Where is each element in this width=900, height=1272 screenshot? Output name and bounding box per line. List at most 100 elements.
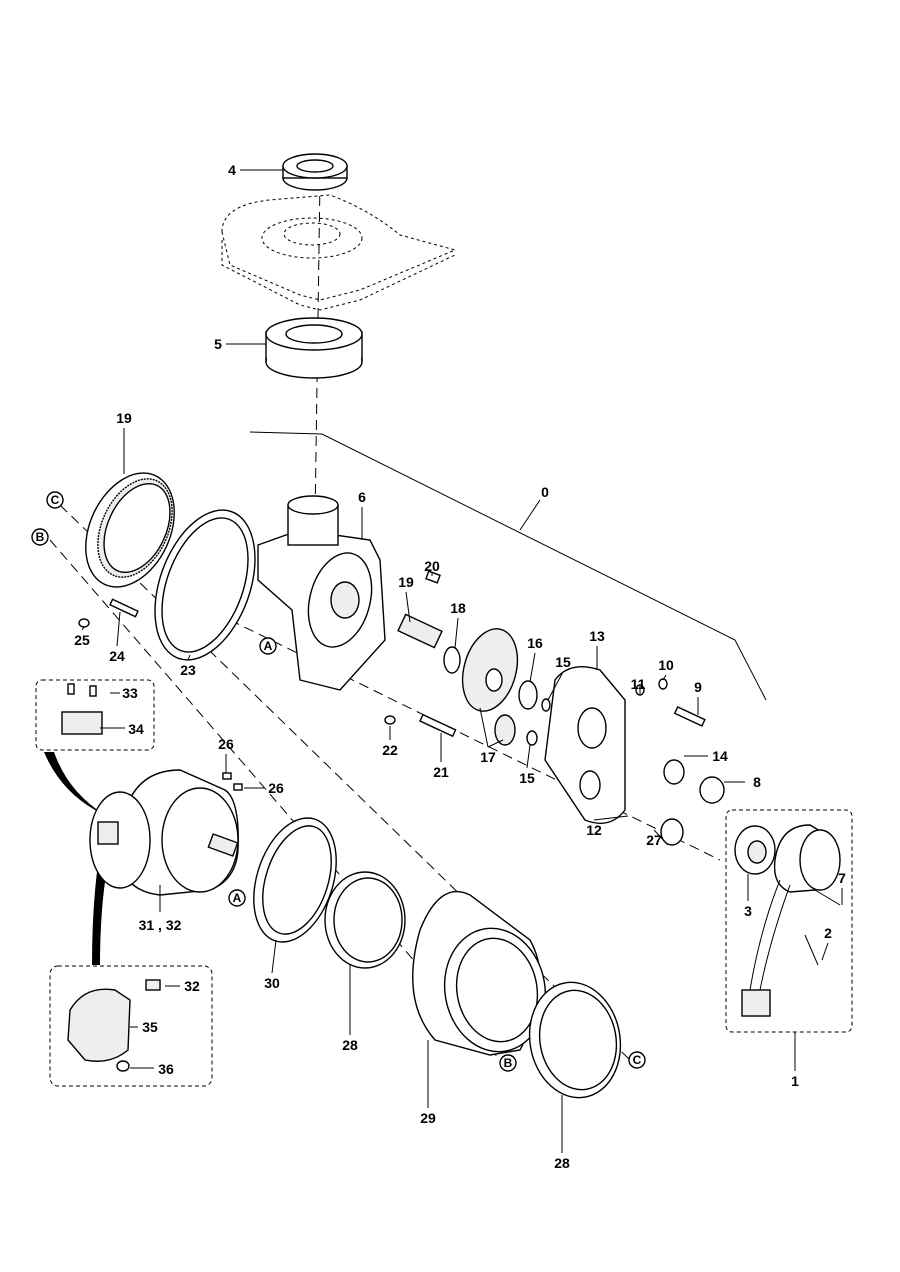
cable-band-upper xyxy=(44,752,105,815)
label-4: 4 xyxy=(228,162,236,178)
part-4-seal xyxy=(282,153,348,191)
label-30: 30 xyxy=(264,975,280,991)
part-29-wheel xyxy=(412,890,547,1056)
label-12: 12 xyxy=(586,822,602,838)
label-9: 9 xyxy=(694,679,702,695)
label-2: 2 xyxy=(824,925,832,941)
label-27: 27 xyxy=(646,832,662,848)
label-36: 36 xyxy=(158,1061,174,1077)
part-34-connector xyxy=(61,711,103,735)
label-15-lower: 15 xyxy=(519,770,535,786)
label-8: 8 xyxy=(753,774,761,790)
label-14: 14 xyxy=(712,748,728,764)
label-13: 13 xyxy=(589,628,605,644)
part-5-bearing xyxy=(265,317,363,379)
part-25-washer xyxy=(78,618,90,628)
callout-a-top: A xyxy=(259,637,277,655)
part-16-bearing xyxy=(518,680,538,710)
detail-box-1 xyxy=(725,809,853,1033)
part-15-ring xyxy=(541,698,551,712)
part-20-key xyxy=(425,570,441,584)
part-27-ring xyxy=(660,818,684,846)
part-6-gear-housing xyxy=(257,495,386,691)
callout-c-top: C xyxy=(46,491,64,509)
label-7: 7 xyxy=(838,870,846,886)
axis-line-b xyxy=(49,539,501,1061)
label-1: 1 xyxy=(791,1073,799,1089)
label-3: 3 xyxy=(744,903,752,919)
part-10-washer xyxy=(658,678,668,690)
label-15: 15 xyxy=(555,654,571,670)
part-17-small-gear xyxy=(494,714,516,746)
part-2-pin xyxy=(804,934,819,966)
label-22: 22 xyxy=(382,742,398,758)
svg-text:C: C xyxy=(51,493,60,507)
label-0: 0 xyxy=(541,484,549,500)
brake-connector xyxy=(741,989,771,1017)
label-26: 26 xyxy=(218,736,234,752)
part-26-key xyxy=(222,772,232,780)
part-19-ring-gear xyxy=(85,472,175,588)
leader-0 xyxy=(519,499,541,531)
label-20: 20 xyxy=(424,558,440,574)
label-18: 18 xyxy=(450,600,466,616)
label-23: 23 xyxy=(180,662,196,678)
svg-text:A: A xyxy=(233,891,242,905)
label-29: 29 xyxy=(420,1110,436,1126)
part-19-pinion-shaft xyxy=(397,613,443,649)
callout-b-bottom: B xyxy=(499,1054,517,1072)
callout-a-bottom: A xyxy=(228,889,246,907)
vertical-axis-line xyxy=(314,179,321,521)
callout-c-bottom: C xyxy=(628,1051,646,1069)
label-10: 10 xyxy=(658,657,674,673)
assembly-bracket-line xyxy=(249,431,767,701)
label-16: 16 xyxy=(527,635,543,651)
label-28-2: 28 xyxy=(554,1155,570,1171)
part-21-bolt xyxy=(419,713,457,738)
part-35-brush-holder xyxy=(67,988,131,1062)
label-33: 33 xyxy=(122,685,138,701)
part-8-cap xyxy=(699,776,725,804)
brake-wires xyxy=(749,879,791,991)
label-34: 34 xyxy=(128,721,144,737)
part-26-key-2 xyxy=(233,783,243,791)
part-33-screw xyxy=(67,683,75,695)
part-24-bolt xyxy=(109,598,139,618)
label-26-2: 26 xyxy=(268,780,284,796)
axis-line-a xyxy=(229,619,721,861)
label-28: 28 xyxy=(342,1037,358,1053)
mounting-plate xyxy=(221,194,457,311)
label-6: 6 xyxy=(358,489,366,505)
label-17: 17 xyxy=(480,749,496,765)
part-32-brush xyxy=(145,979,161,991)
label-25: 25 xyxy=(74,632,90,648)
label-32: 32 xyxy=(184,978,200,994)
part-31-32-motor xyxy=(89,769,239,896)
label-31-32: 31 , 32 xyxy=(139,917,182,933)
part-9-bolt xyxy=(673,706,706,727)
part-18-bearing xyxy=(443,646,461,674)
label-5: 5 xyxy=(214,336,222,352)
cable-band-lower xyxy=(92,850,110,965)
part-36-spring xyxy=(116,1060,130,1072)
svg-text:B: B xyxy=(36,530,45,544)
label-19-pinion: 19 xyxy=(398,574,414,590)
part-7-screw xyxy=(814,889,841,906)
label-24: 24 xyxy=(109,648,125,664)
detail-box-33-34 xyxy=(35,679,155,751)
leader-lines xyxy=(81,169,843,1153)
label-11: 11 xyxy=(631,676,646,692)
svg-text:A: A xyxy=(264,639,273,653)
svg-text:B: B xyxy=(504,1056,513,1070)
detail-box-32-35-36 xyxy=(49,965,213,1087)
label-21: 21 xyxy=(433,764,449,780)
part-labels: 0 4 5 19 6 20 19 18 16 15 13 10 11 9 25 … xyxy=(74,162,846,1171)
callout-b-top: B xyxy=(31,528,49,546)
part-15-ring-lower xyxy=(526,730,538,746)
svg-text:C: C xyxy=(633,1053,642,1067)
label-35: 35 xyxy=(142,1019,158,1035)
label-19: 19 xyxy=(116,410,132,426)
part-14-snap-ring xyxy=(663,759,685,785)
